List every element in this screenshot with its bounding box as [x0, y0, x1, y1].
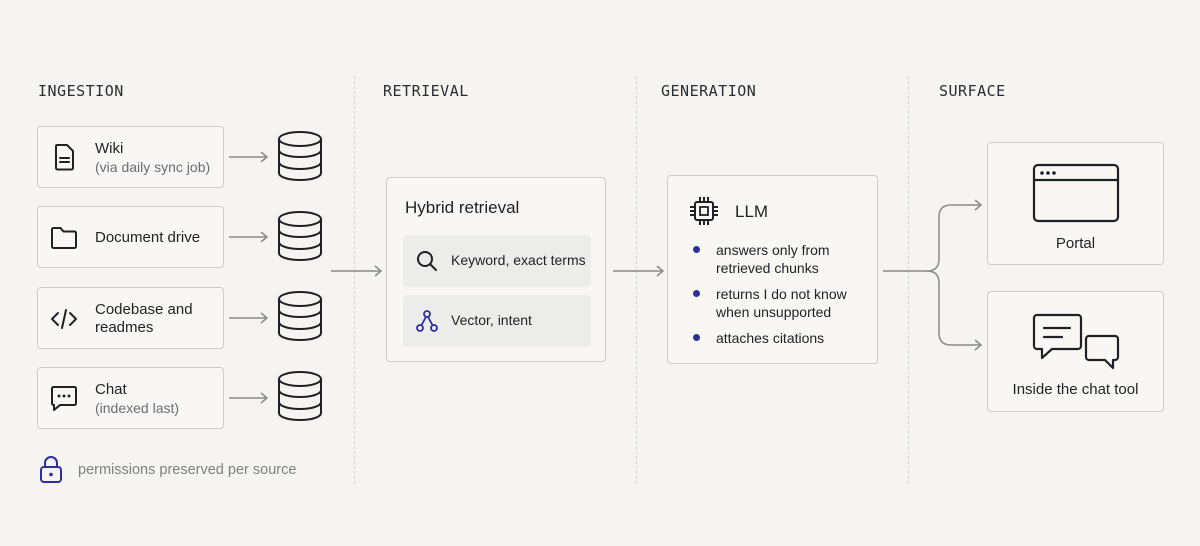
surface-card-portal[interactable]: Portal: [987, 142, 1164, 265]
bullet-line: retrieved chunks: [716, 260, 819, 276]
source-sublabel: (indexed last): [95, 400, 180, 416]
arrow-right: [229, 392, 269, 404]
chat-conversation-icon: [1032, 313, 1120, 370]
database-icon: [278, 291, 322, 342]
column-title-ingestion: INGESTION: [38, 82, 124, 100]
branch-connector: [883, 199, 983, 351]
source-label: Chat: [95, 381, 127, 398]
source-card-document-drive[interactable]: Document drive: [37, 206, 224, 268]
arrow-right: [229, 312, 269, 324]
bullet-dot: [693, 290, 700, 297]
vector-nodes-icon: [416, 310, 438, 332]
column-divider: [636, 76, 637, 484]
permissions-note: permissions preserved per source: [78, 462, 297, 478]
arrow-right: [331, 265, 383, 277]
column-title-generation: GENERATION: [661, 82, 757, 100]
database-icon: [278, 211, 322, 262]
column-title-retrieval: RETRIEVAL: [383, 82, 469, 100]
column-divider: [908, 76, 909, 484]
source-card-wiki[interactable]: Wiki (via daily sync job): [37, 126, 224, 188]
arrow-right: [613, 265, 665, 277]
llm-title: LLM: [735, 202, 769, 221]
bullet-line: answers only from: [716, 242, 830, 258]
bullet-item: answers only from retrieved chunks: [716, 241, 830, 277]
bullet-line: when unsupported: [716, 304, 832, 320]
browser-window-icon: [1032, 163, 1120, 223]
surface-label: Portal: [1055, 235, 1096, 252]
source-card-codebase[interactable]: Codebase and readmes: [37, 287, 224, 349]
source-label: Codebase and: [95, 301, 193, 318]
lock-icon: [40, 456, 62, 483]
document-icon: [55, 144, 74, 171]
column-title-surface: SURFACE: [939, 82, 1006, 100]
surface-card-chat-tool[interactable]: Inside the chat tool: [987, 291, 1164, 412]
bullet-dot: [693, 334, 700, 341]
database-icon: [278, 131, 322, 182]
source-card-chat[interactable]: Chat (indexed last): [37, 367, 224, 429]
source-label: Wiki: [95, 140, 124, 157]
source-sublabel: (via daily sync job): [95, 159, 211, 175]
arrow-right: [229, 231, 269, 243]
retrieval-title: Hybrid retrieval: [405, 198, 520, 217]
bullet-dot: [693, 246, 700, 253]
database-icon: [278, 371, 322, 422]
arrow-right: [229, 151, 269, 163]
chat-bubble-icon: [51, 386, 77, 411]
search-icon: [417, 251, 437, 271]
code-icon: [51, 309, 77, 329]
chip-icon: [690, 197, 718, 225]
bullet-item: returns I do not know when unsupported: [716, 285, 847, 321]
surface-label: Inside the chat tool: [1012, 381, 1139, 398]
column-divider: [354, 76, 355, 484]
retrieval-method-label: Keyword, exact terms: [451, 252, 586, 268]
source-label-line2: readmes: [95, 319, 154, 336]
folder-icon: [51, 227, 77, 249]
retrieval-method-label: Vector, intent: [451, 312, 532, 328]
retrieval-method-keyword[interactable]: Keyword, exact terms: [403, 235, 591, 287]
hybrid-retrieval-card[interactable]: Hybrid retrieval Keyword, exact terms Ve…: [386, 177, 606, 362]
bullet-line: attaches citations: [716, 330, 825, 346]
llm-card[interactable]: LLM answers only from retrieved chunks r…: [667, 175, 878, 364]
bullet-item: attaches citations: [716, 329, 824, 347]
retrieval-method-vector[interactable]: Vector, intent: [403, 295, 591, 347]
source-label: Document drive: [95, 229, 201, 246]
bullet-line: returns I do not know: [716, 286, 847, 302]
